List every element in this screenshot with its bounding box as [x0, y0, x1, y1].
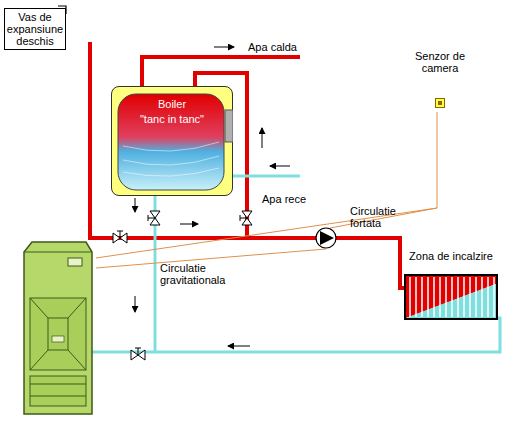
- line-shape: [463, 277, 465, 317]
- line-shape: [135, 198, 136, 212]
- hot-water-label: Apa calda: [248, 41, 308, 53]
- path-shape: [24, 242, 92, 414]
- line-shape: [445, 277, 447, 317]
- line-shape: [481, 277, 483, 317]
- line-shape: [493, 277, 495, 317]
- line-shape: [439, 277, 441, 317]
- line-shape: [135, 296, 136, 312]
- line-shape: [487, 277, 489, 317]
- path-shape: [30, 298, 86, 370]
- line-shape: [451, 277, 453, 317]
- cold-water-label: Apa rece: [262, 193, 317, 205]
- line-shape: [421, 277, 423, 317]
- gravity-circulation-label: Circulatie gravitationala: [160, 262, 242, 286]
- polyline-shape: [142, 57, 300, 88]
- flange: [225, 110, 233, 142]
- rect-shape: [30, 376, 86, 406]
- sensor-dot: [438, 101, 442, 105]
- line-shape: [469, 277, 471, 317]
- use-shape: [113, 231, 127, 243]
- solid-fuel-boiler: [24, 242, 92, 414]
- path-shape: [320, 231, 334, 245]
- rect-shape: [68, 258, 82, 266]
- line-shape: [228, 346, 250, 347]
- heating-zone: Zona de incalzire: [402, 250, 500, 320]
- radiator-fins: [406, 276, 496, 318]
- boiler-subtitle: "tanc in tanc": [112, 113, 232, 125]
- sensor-symbol: [435, 98, 445, 108]
- line-shape: [415, 277, 417, 317]
- path-shape: [406, 276, 496, 318]
- line-shape: [409, 277, 411, 317]
- forced-circulation-label: Circulatie fortata: [350, 205, 410, 229]
- line-shape: [180, 224, 198, 225]
- line-shape: [433, 277, 435, 317]
- room-sensor: Senzor de camera: [406, 50, 474, 108]
- polyline-shape: [88, 42, 92, 240]
- circle-shape: [316, 228, 336, 248]
- pump: [316, 228, 336, 248]
- radiator: [404, 274, 498, 320]
- vessel-label: Vas de expansiune deschis: [6, 11, 64, 47]
- boiler-title: Boiler: [112, 98, 232, 110]
- rect-shape: [30, 298, 86, 370]
- dhw-boiler: Boiler "tanc in tanc": [111, 86, 233, 196]
- use-shape: [131, 348, 145, 360]
- line-shape: [475, 277, 477, 317]
- line-shape: [24, 252, 92, 253]
- line-shape: [214, 47, 234, 48]
- polyline-shape: [92, 318, 500, 352]
- line-shape: [30, 384, 86, 385]
- line-shape: [262, 128, 263, 148]
- line-shape: [457, 277, 459, 317]
- line-shape: [427, 277, 429, 317]
- zone-label: Zona de incalzire: [402, 250, 500, 262]
- sensor-label: Senzor de camera: [406, 50, 474, 74]
- polyline-shape: [96, 249, 326, 268]
- rect-shape: [52, 336, 64, 342]
- use-shape: [148, 211, 160, 225]
- line-shape: [30, 396, 86, 397]
- expansion-vessel: Vas de expansiune deschis: [4, 8, 66, 50]
- tank-wave: [123, 142, 219, 176]
- use-shape: [240, 211, 252, 225]
- line-shape: [270, 166, 290, 167]
